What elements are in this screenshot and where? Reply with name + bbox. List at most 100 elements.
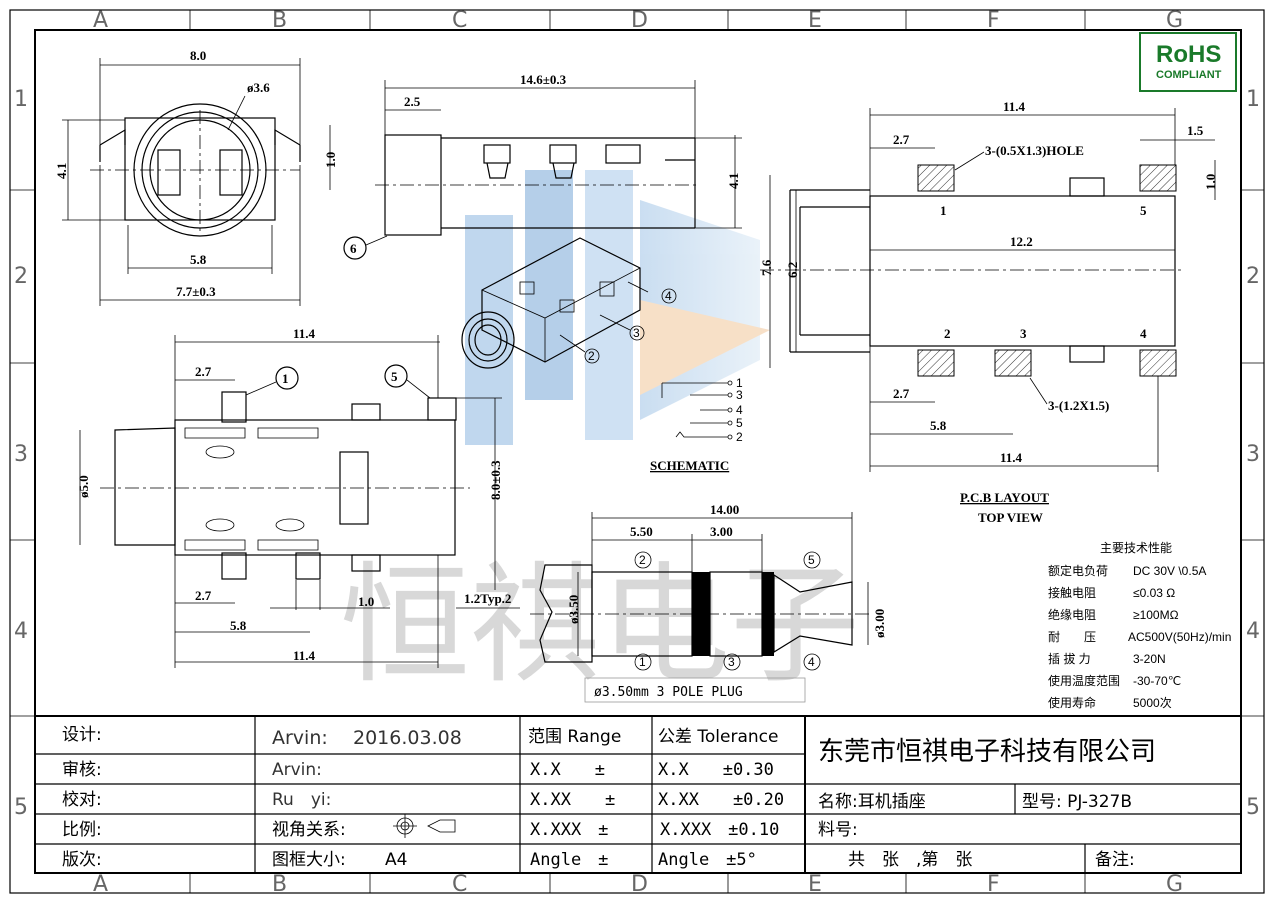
dim-diameter: ø3.6 — [247, 80, 270, 95]
spec-value: AC500V(50Hz)/min — [1128, 630, 1231, 644]
callout-1: 1 — [282, 371, 289, 386]
grid-col-bottom: D — [631, 872, 648, 897]
pcb-pin-2: 2 — [944, 326, 951, 341]
company-name: 东莞市恒祺电子科技有限公司 — [818, 737, 1156, 767]
range-cell: X.XXX ± — [530, 820, 608, 840]
side-view: 14.6±0.3 2.5 4.1 6 — [343, 72, 742, 260]
spec-value: -30-70℃ — [1133, 674, 1181, 688]
part-name: 名称:耳机插座 — [818, 792, 926, 812]
outer-border — [9, 9, 1265, 894]
grid-col-bottom: B — [272, 872, 287, 897]
rohs-title: RoHS — [1156, 41, 1221, 68]
callout-5: 5 — [391, 369, 398, 384]
range-cell: Angle ± — [530, 850, 608, 870]
callout-2: 2 — [588, 349, 595, 363]
plug-drawing: 14.00 5.50 3.00 ø3.50 ø3.00 2 5 1 3 4 ø3… — [530, 502, 887, 703]
grid-row-left: 5 — [14, 795, 28, 820]
plug-seg1: 5.50 — [630, 524, 653, 539]
pcb-width: 11.4 — [1003, 99, 1026, 114]
plug-seg2: 3.00 — [710, 524, 733, 539]
pcb-dim-7-6: 7.6 — [759, 259, 774, 276]
material-number: 料号: — [818, 820, 858, 840]
proofreader: Ru yi: — [272, 790, 331, 810]
grid-col-bottom: C — [452, 872, 467, 897]
grid-col-bottom: E — [808, 872, 822, 897]
grid-ticks — [10, 10, 1264, 893]
range-cell: X.X ± — [530, 760, 605, 780]
tolerance-header: 公差 Tolerance — [658, 727, 778, 747]
grid-col-top: B — [272, 8, 287, 33]
dim-outer: 7.7±0.3 — [176, 284, 216, 299]
plug-callout: 3 — [728, 655, 735, 669]
schematic-title: SCHEMATIC — [650, 458, 729, 473]
grid-col-top: D — [631, 8, 648, 33]
tolerance-cell: X.X ±0.30 — [658, 760, 774, 780]
grid-row-left: 1 — [14, 87, 28, 112]
grid-row-left: 4 — [14, 619, 28, 644]
grid-row-right: 3 — [1246, 442, 1260, 467]
front-view: 8.0 ø3.6 4.1 1.0 5.8 7.7±0.3 — [54, 48, 338, 306]
pcb-pad-label: 3-(1.2X1.5) — [1048, 398, 1109, 413]
pcb-layout: 11.4 2.7 1.5 1.0 3-(0.5X1.3)HOLE 12.2 7.… — [759, 99, 1218, 525]
pcb-dim-1-0: 1.0 — [1203, 174, 1218, 190]
callout-4: 4 — [665, 289, 672, 303]
spec-value: DC 30V \0.5A — [1133, 564, 1206, 578]
pcb-dim-12-2: 12.2 — [1010, 234, 1033, 249]
pcb-pin-4: 4 — [1140, 326, 1147, 341]
dim-height: 4.1 — [54, 163, 69, 179]
top-view: 11.4 2.7 1 5 ø5.0 8.0±0.3 2.7 5.8 11.4 1… — [76, 326, 520, 668]
label-scale: 比例: — [62, 820, 102, 840]
grid-col-bottom: F — [987, 872, 1000, 897]
grid-row-left: 2 — [14, 264, 28, 289]
pcb-pin-5: 5 — [1140, 203, 1147, 218]
designer: Arvin: — [272, 727, 328, 749]
tolerance-cell: X.XX ±0.20 — [658, 790, 784, 810]
pcb-b-2-7: 2.7 — [893, 386, 910, 401]
grid-row-right: 4 — [1246, 619, 1260, 644]
plug-tip: ø3.00 — [872, 609, 887, 638]
schematic-pin: 3 — [736, 388, 743, 402]
label-review: 审核: — [62, 760, 102, 780]
dim-front: 2.5 — [404, 94, 421, 109]
dim-2-7-top: 2.7 — [195, 364, 212, 379]
pcb-b-5-8: 5.8 — [930, 418, 947, 433]
schematic-pin: 4 — [736, 403, 743, 417]
dim-pin: 1.0 — [358, 594, 374, 609]
watermark-logo — [465, 170, 770, 445]
isometric-view: 4 3 2 — [461, 237, 677, 369]
plug-caption: ø3.50mm 3 POLE PLUG — [594, 685, 743, 700]
spec-value: 3-20N — [1133, 652, 1166, 666]
schematic: 1 3 4 5 2 SCHEMATIC — [650, 376, 743, 473]
spec-key: 使用温度范围 — [1048, 673, 1120, 688]
remark: 备注: — [1095, 850, 1135, 870]
schematic-pin: 2 — [736, 430, 743, 444]
callout-6: 6 — [350, 241, 357, 256]
model-number: 型号: PJ-327B — [1022, 792, 1132, 812]
dim-height: 4.1 — [726, 173, 741, 189]
label-version: 版次: — [62, 850, 102, 870]
grid-col-top: G — [1166, 8, 1183, 33]
grid-col-bottom: G — [1166, 872, 1183, 897]
pcb-dim-6-2: 6.2 — [785, 262, 800, 278]
pcb-b-11-4: 11.4 — [1000, 450, 1023, 465]
plug-callout: 1 — [639, 655, 646, 669]
spec-value: ≥100MΩ — [1133, 608, 1179, 622]
range-cell: X.XX ± — [530, 790, 615, 810]
grid-row-right: 5 — [1246, 795, 1260, 820]
pcb-pin-1: 1 — [940, 203, 947, 218]
specs-title: 主要技术性能 — [1100, 541, 1172, 555]
spec-key: 额定电负荷 — [1048, 563, 1108, 578]
projection-symbol-icon — [393, 814, 456, 838]
spec-key: 耐 压 — [1048, 630, 1096, 644]
plug-callout: 5 — [808, 553, 815, 567]
pcb-subtitle: TOP VIEW — [978, 510, 1043, 525]
rohs-sub: COMPLIANT — [1156, 69, 1222, 81]
dim-pin: 1.0 — [323, 152, 338, 168]
rohs-badge: RoHS COMPLIANT — [1139, 32, 1237, 92]
pcb-dim-2-7: 2.7 — [893, 132, 910, 147]
spec-key: 绝缘电阻 — [1048, 607, 1096, 622]
grid-labels: A B C D E F G A B C D E F G 1 2 3 4 5 1 … — [14, 8, 1260, 897]
label-proof: 校对: — [62, 790, 102, 810]
plug-callout: 4 — [808, 655, 815, 669]
plug-total: 14.00 — [710, 502, 739, 517]
